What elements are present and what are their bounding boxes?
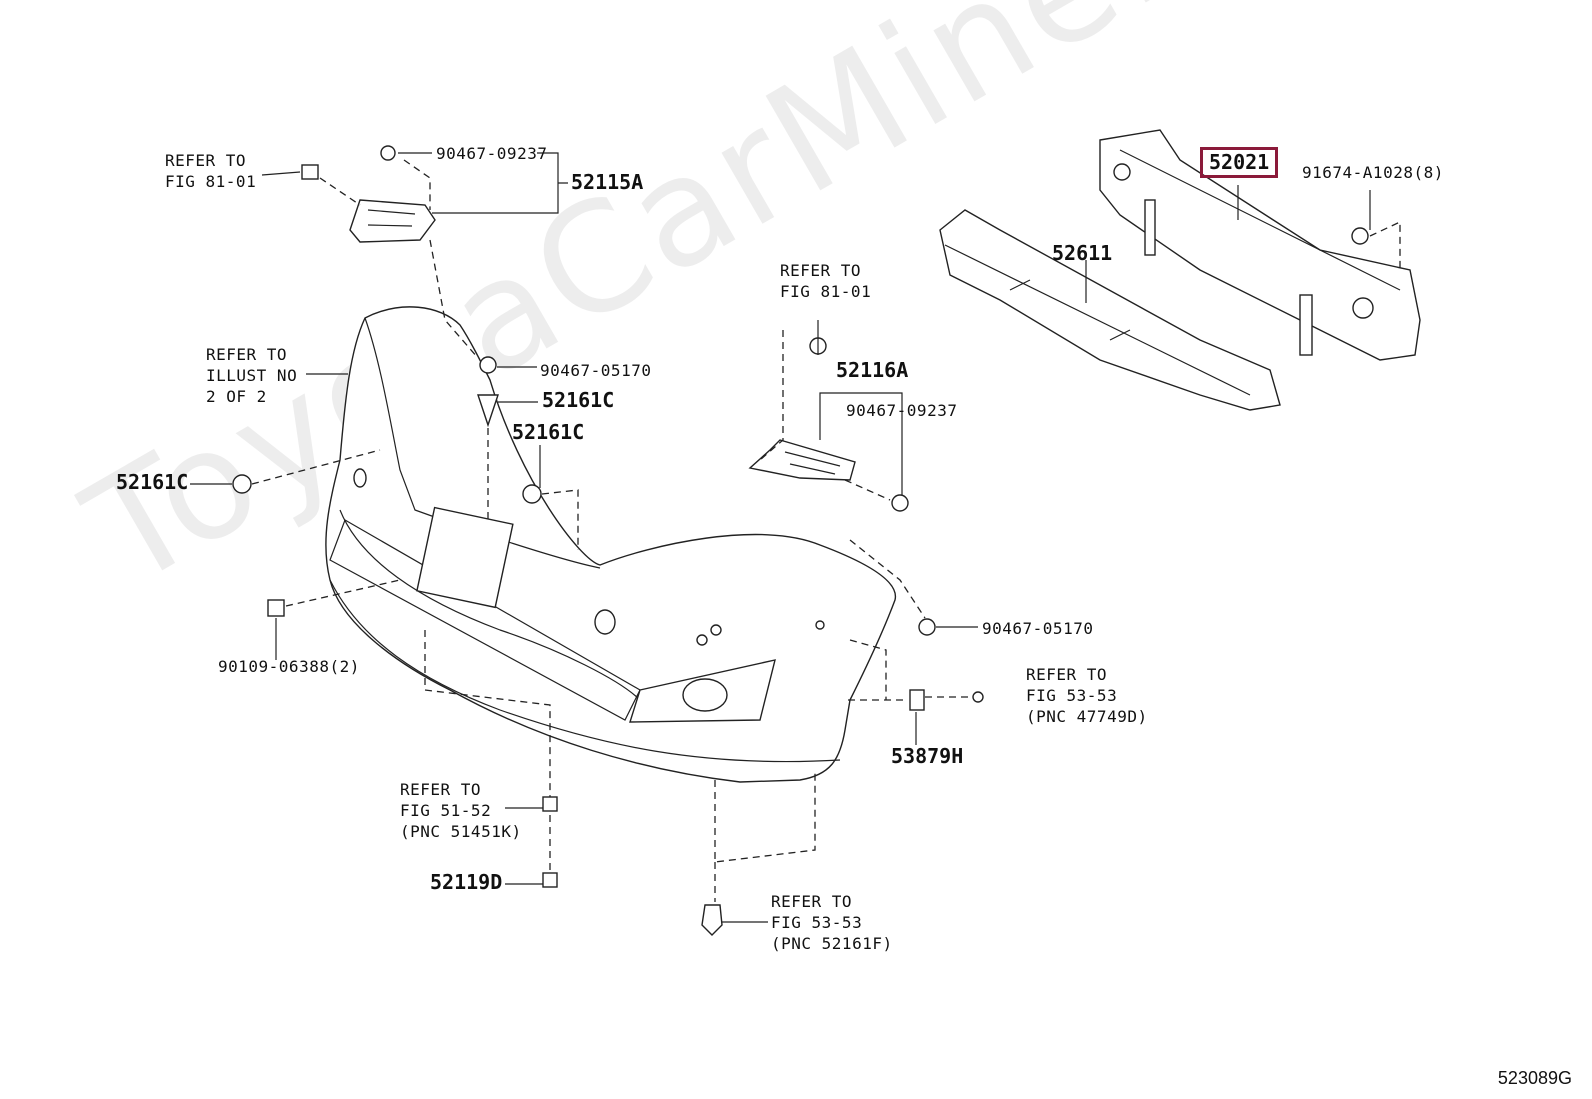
label-52119D: 52119D <box>430 870 503 894</box>
energy-absorber <box>939 209 1281 411</box>
label-52161C-middle: 52161C <box>512 420 585 444</box>
label-refer-fig-53-53-right: REFER TO FIG 53-53 (PNC 47749D) <box>1026 665 1148 726</box>
label-refer-fig-51-52: REFER TO FIG 51-52 (PNC 51451K) <box>400 780 522 841</box>
label-53879H: 53879H <box>891 744 964 768</box>
label-52161C-left: 52161C <box>116 470 189 494</box>
label-refer-fig-53-53-bottom: REFER TO FIG 53-53 (PNC 52161F) <box>771 892 893 953</box>
label-52116A: 52116A <box>836 358 909 382</box>
label-91674-A1028: 91674-A1028(8) <box>1302 163 1444 182</box>
illustration-code: 523089G <box>1497 1068 1572 1088</box>
label-52115A: 52115A <box>571 170 644 194</box>
right-bracket <box>748 439 856 481</box>
bumper-reinforcement <box>1099 129 1421 361</box>
label-refer-illust: REFER TO ILLUST NO 2 OF 2 <box>206 345 298 406</box>
assembly-lines <box>251 159 1401 902</box>
bumper-cover <box>325 306 896 783</box>
fasteners <box>232 145 1369 936</box>
label-52611: 52611 <box>1052 241 1113 265</box>
label-90467-09237-right: 90467-09237 <box>846 401 958 420</box>
label-52021-highlighted[interactable]: 52021 <box>1200 147 1279 178</box>
label-90467-09237-top: 90467-09237 <box>436 144 548 163</box>
label-refer-fig-81-01-left: REFER TO FIG 81-01 <box>165 151 257 191</box>
label-90109-06388: 90109-06388(2) <box>218 657 360 676</box>
leader-lines <box>190 152 1371 923</box>
left-bracket <box>349 199 436 243</box>
label-refer-fig-81-01-right: REFER TO FIG 81-01 <box>780 261 872 301</box>
label-90467-05170-bottom: 90467-05170 <box>982 619 1094 638</box>
label-52161C-upper: 52161C <box>542 388 615 412</box>
label-90467-05170-top: 90467-05170 <box>540 361 652 380</box>
